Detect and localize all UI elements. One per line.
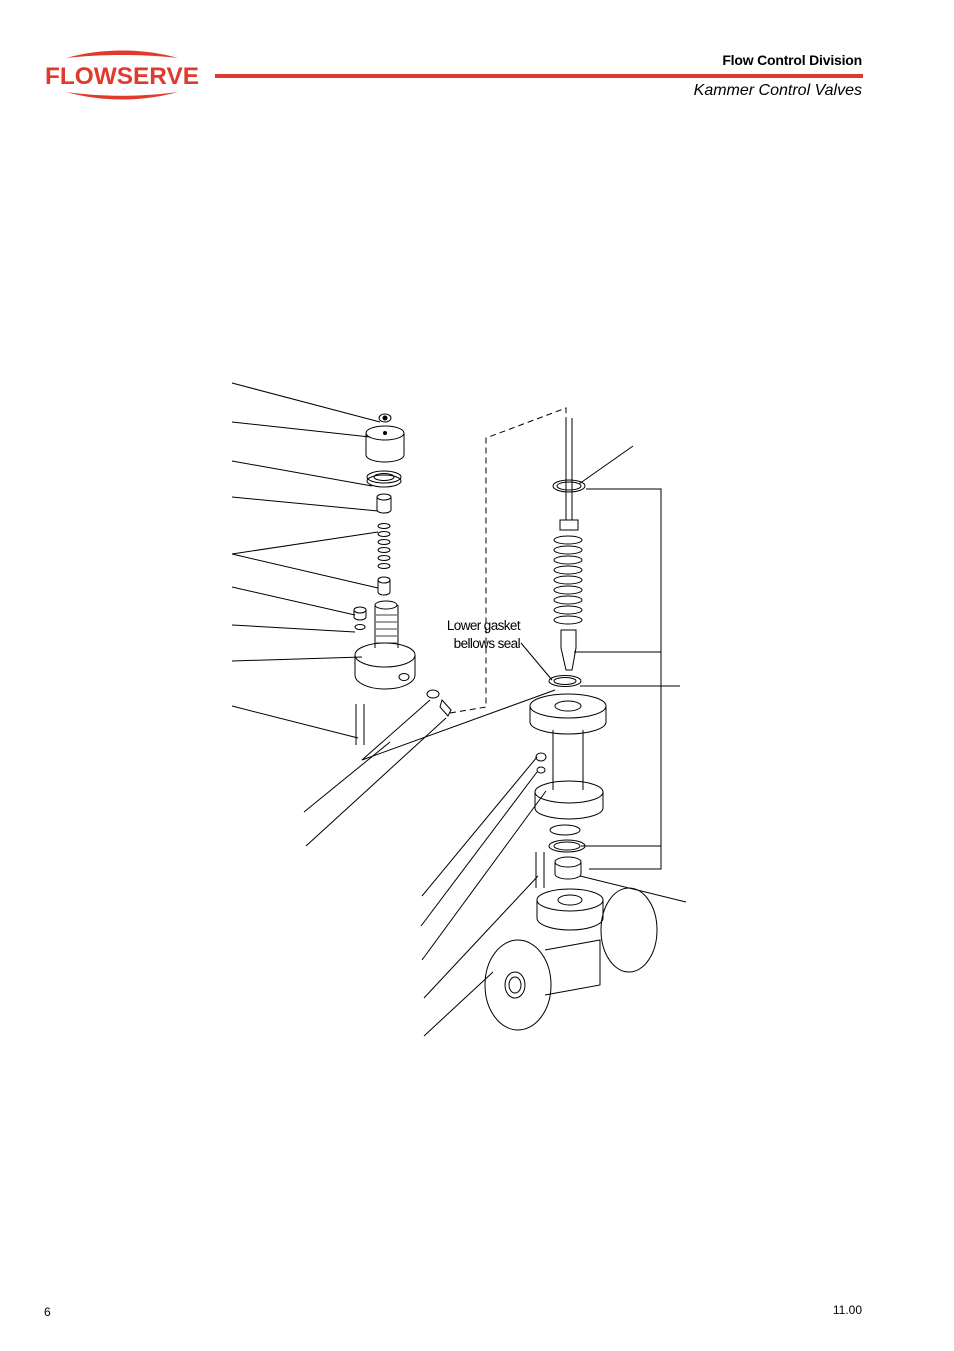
logo-swoosh-bottom xyxy=(66,92,178,100)
leader-lines-lower xyxy=(420,756,547,1037)
lower-gasket-label-line2: bellows seal xyxy=(453,636,521,651)
lower-gasket-label-line1: Lower gasket xyxy=(446,618,521,633)
logo-swoosh-top xyxy=(66,50,178,58)
header-rule xyxy=(215,74,863,78)
leader-lines-left xyxy=(231,382,556,847)
page-number: 6 xyxy=(44,1305,51,1319)
revision-date: 11.00 xyxy=(832,1303,862,1317)
upper-parts xyxy=(353,413,405,630)
right-bracket xyxy=(520,445,687,903)
flowserve-logo: FLOWSERVE xyxy=(45,50,199,100)
division-title: Flow Control Division xyxy=(722,52,862,68)
lower-gasket-label: Lower gasket bellows seal xyxy=(430,617,521,653)
bonnet xyxy=(354,600,452,745)
valve-body xyxy=(484,887,658,1031)
logo-wordmark: FLOWSERVE xyxy=(45,63,199,90)
stem-and-bellows xyxy=(548,418,586,687)
bellows xyxy=(553,535,583,625)
assembly-dashed-path xyxy=(449,407,567,714)
product-subtitle: Kammer Control Valves xyxy=(693,82,862,99)
packing-rings xyxy=(377,523,391,569)
bellows-housing xyxy=(529,693,607,888)
